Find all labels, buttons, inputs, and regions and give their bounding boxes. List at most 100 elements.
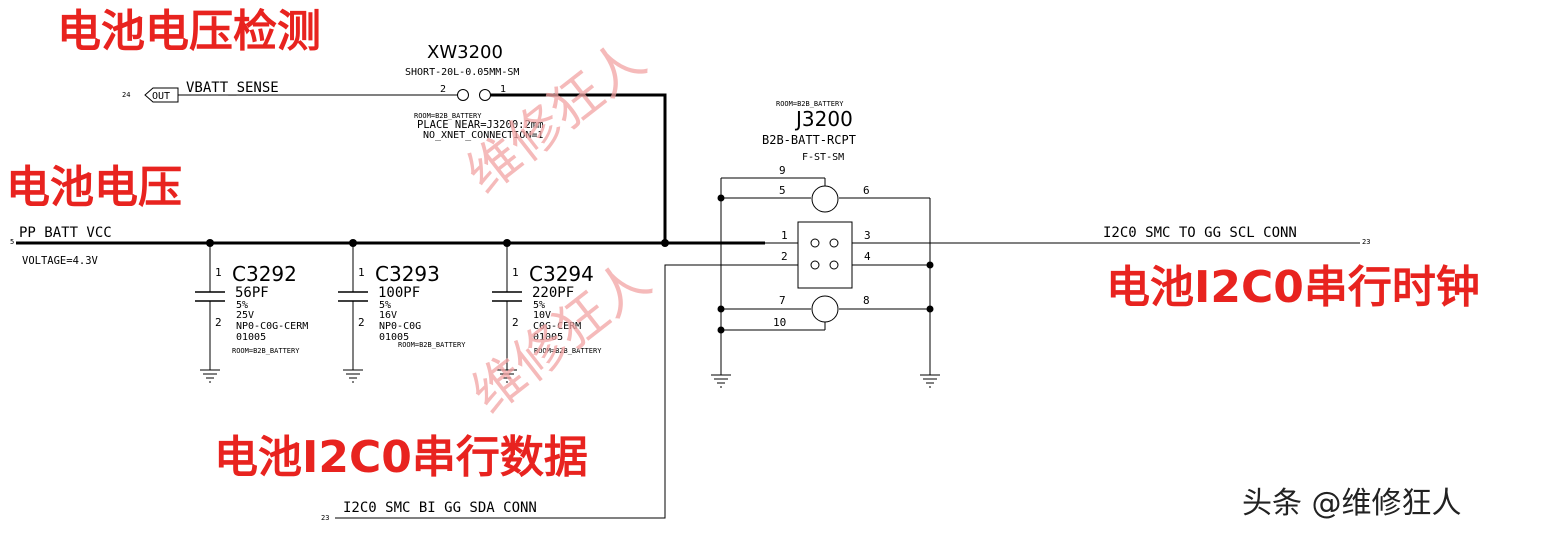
ground-icon xyxy=(200,369,220,383)
junction-dot xyxy=(717,194,725,202)
j3200-contact-1 xyxy=(810,238,820,248)
ground-symbols xyxy=(200,369,940,388)
ground-icon xyxy=(711,374,731,388)
pp-batt-vcc-page-ref: 5 xyxy=(10,238,14,246)
c3293-dielectric: NP0-C0G xyxy=(379,321,421,332)
j3200-pin-6: 6 xyxy=(863,184,870,197)
i2c-sda-page-ref: 23 xyxy=(321,514,329,522)
i2c-scl-page-ref: 23 xyxy=(1362,238,1370,246)
j3200-pin-8: 8 xyxy=(863,294,870,307)
annotation-battery-voltage-detect: 电池电压检测 xyxy=(57,6,321,57)
j3200-footprint: F-ST-SM xyxy=(802,152,844,163)
c3294-size: 01005 xyxy=(533,332,563,343)
j3200-contact-2 xyxy=(810,260,820,270)
j3200-pin-7: 7 xyxy=(779,294,786,307)
xw3200-value: SHORT-20L-0.05MM-SM xyxy=(405,67,519,78)
junction-dot xyxy=(717,305,725,313)
c3293-refdes: C3293 xyxy=(375,262,440,286)
c3294-room: ROOM=B2B_BATTERY xyxy=(534,347,602,355)
xw3200-component: XW3200 SHORT-20L-0.05MM-SM 2 1 ROOM=B2B_… xyxy=(405,42,543,141)
ground-icon xyxy=(920,374,940,388)
c3293-size: 01005 xyxy=(379,332,409,343)
j3200-body xyxy=(797,221,853,289)
c3293-voltage: 16V xyxy=(379,310,397,321)
ground-icon xyxy=(497,369,517,383)
j3200-top-shield-pad xyxy=(811,185,839,213)
junctions xyxy=(206,194,934,334)
junction-dot xyxy=(349,239,357,247)
xw3200-to-pp-batt-wire xyxy=(490,93,667,243)
c3294-pin1: 1 xyxy=(512,266,519,279)
annotation-battery-voltage: 电池电压 xyxy=(6,162,182,213)
capacitor-c3294: 1 2 C3294 220PF 5% 10V C0G-CERM 01005 RO… xyxy=(492,262,602,355)
j3200-refdes: J3200 xyxy=(794,107,853,131)
j3200-pin-1: 1 xyxy=(781,229,788,242)
j3200-contact-4 xyxy=(829,260,839,270)
junction-dot xyxy=(206,239,214,247)
j3200-room: ROOM=B2B_BATTERY xyxy=(776,100,844,108)
annotation-battery-i2c-clock: 电池I2C0串行时钟 xyxy=(1106,262,1480,313)
pp-batt-vcc-net-label: PP BATT VCC xyxy=(19,225,112,241)
j3200-bottom-shield-pad xyxy=(811,295,839,323)
capacitor-c3292: 1 2 C3292 56PF 5% 25V NP0-C0G-CERM 01005… xyxy=(195,262,308,355)
c3292-refdes: C3292 xyxy=(232,262,297,286)
c3294-voltage: 10V xyxy=(533,310,551,321)
c3294-value: 220PF xyxy=(532,285,574,301)
junction-dot xyxy=(926,261,934,269)
i2c-sda-wire xyxy=(335,264,808,519)
capacitor-c3293: 1 2 C3293 100PF 5% 16V NP0-C0G 01005 ROO… xyxy=(338,262,466,349)
c3292-tolerance: 5% xyxy=(236,300,248,311)
vbatt-sense-out-port: OUT 24 xyxy=(122,87,179,103)
i2c-sda-net-label: I2C0 SMC BI GG SDA CONN xyxy=(343,500,537,516)
c3294-refdes: C3294 xyxy=(529,262,594,286)
c3293-pin1: 1 xyxy=(358,266,365,279)
xw3200-place: PLACE NEAR=J3200:2mm xyxy=(417,119,543,131)
i2c-scl-net-label: I2C0 SMC TO GG SCL CONN xyxy=(1103,225,1297,241)
source-credit: 头条 @维修狂人 xyxy=(1242,486,1462,521)
j3200-contact-3 xyxy=(829,238,839,248)
xw3200-no-xnet: NO_XNET_CONNECTION=1 xyxy=(423,130,543,141)
xw3200-refdes: XW3200 xyxy=(427,42,503,63)
j3200-pin-2: 2 xyxy=(781,250,788,263)
junction-dot xyxy=(661,239,669,247)
j3200-pin-4: 4 xyxy=(864,250,871,263)
j3200-pin-5: 5 xyxy=(779,184,786,197)
junction-dot xyxy=(717,326,725,334)
c3293-pin2: 2 xyxy=(358,316,365,329)
junction-dot xyxy=(503,239,511,247)
vbatt-sense-net-label: VBATT_SENSE xyxy=(186,80,279,96)
j3200-pin-3: 3 xyxy=(864,229,871,242)
c3292-size: 01005 xyxy=(236,332,266,343)
xw3200-pin2-pad xyxy=(457,89,469,101)
annotation-battery-i2c-data: 电池I2C0串行数据 xyxy=(214,432,588,483)
xw3200-pin2-number: 2 xyxy=(440,84,446,95)
c3294-dielectric: C0G-CERM xyxy=(533,321,581,332)
c3292-pin2: 2 xyxy=(215,316,222,329)
pp-batt-vcc-voltage: VOLTAGE=4.3V xyxy=(22,255,99,267)
c3292-value: 56PF xyxy=(235,285,269,301)
c3292-pin1: 1 xyxy=(215,266,222,279)
wires xyxy=(16,93,1360,519)
c3294-pin2: 2 xyxy=(512,316,519,329)
c3292-voltage: 25V xyxy=(236,310,254,321)
junction-dot xyxy=(926,305,934,313)
c3294-tolerance: 5% xyxy=(533,300,545,311)
j3200-pin-9: 9 xyxy=(779,164,786,177)
out-port-arrow xyxy=(144,87,179,103)
xw3200-pin1-number: 1 xyxy=(500,84,506,95)
xw3200-room: ROOM=B2B_BATTERY xyxy=(414,112,482,120)
c3293-tolerance: 5% xyxy=(379,300,391,311)
c3293-value: 100PF xyxy=(378,285,420,301)
j3200-component: ROOM=B2B_BATTERY J3200 B2B-BATT-RCPT F-S… xyxy=(762,100,871,329)
ground-icon xyxy=(343,369,363,383)
c3292-room: ROOM=B2B_BATTERY xyxy=(232,347,300,355)
j3200-pin-10: 10 xyxy=(773,316,786,329)
xw3200-pin1-pad xyxy=(479,89,491,101)
vbatt-sense-page-ref: 24 xyxy=(122,91,130,99)
c3292-dielectric: NP0-C0G-CERM xyxy=(236,321,308,332)
c3293-room: ROOM=B2B_BATTERY xyxy=(398,341,466,349)
out-port-label: OUT xyxy=(152,91,170,102)
j3200-value: B2B-BATT-RCPT xyxy=(762,133,856,147)
